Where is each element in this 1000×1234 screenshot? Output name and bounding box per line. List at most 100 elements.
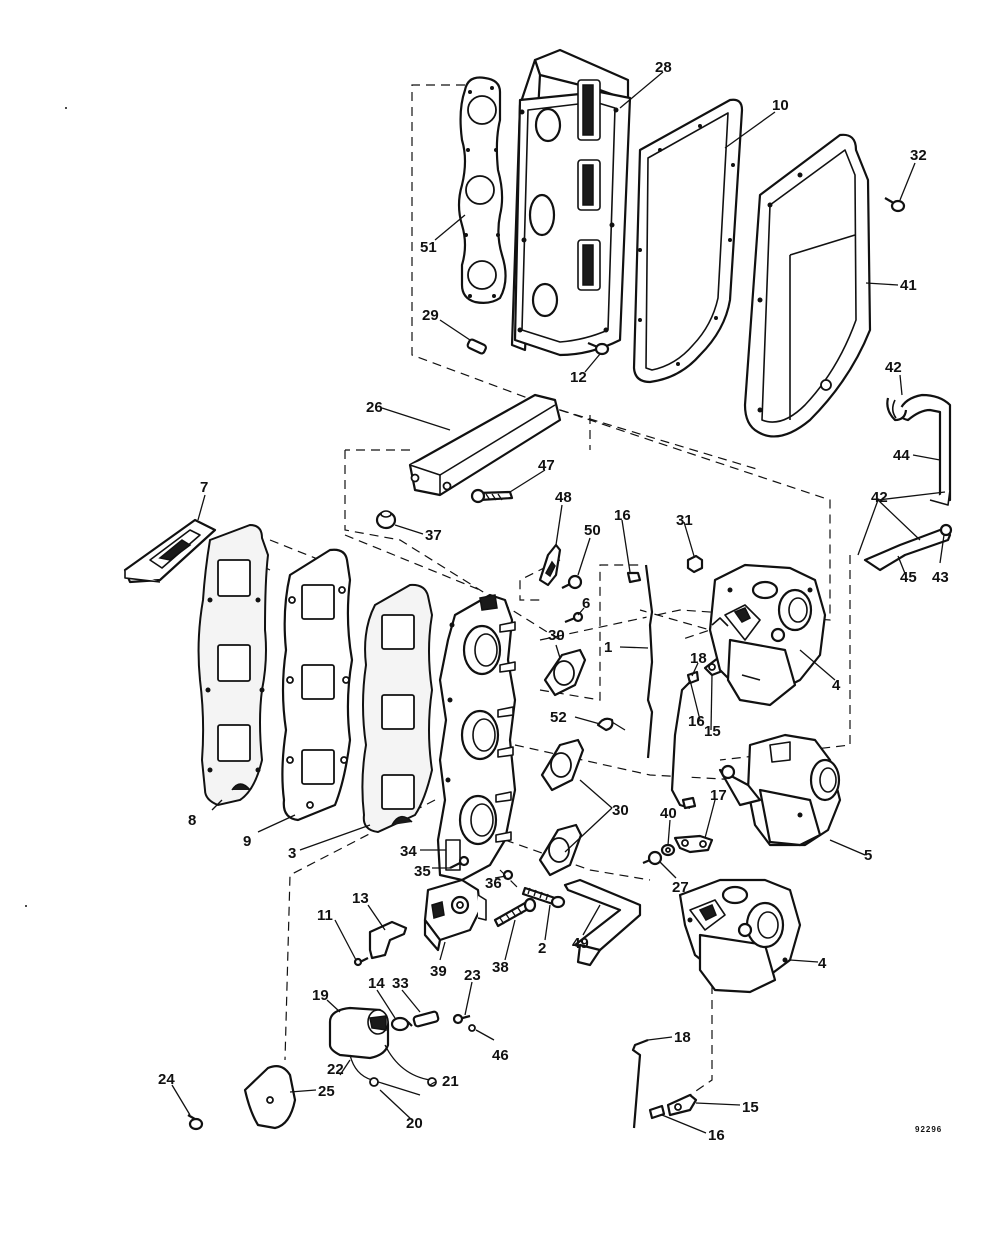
bracket-48 [538, 543, 562, 587]
callout-34: 34 [400, 843, 417, 860]
callout-42-lower: 42 [871, 489, 888, 506]
callout-10: 10 [772, 97, 789, 114]
callout-labels: 28 10 32 51 41 29 12 42 26 44 47 7 37 48… [158, 59, 949, 1144]
nut-31 [686, 554, 704, 574]
gasket-8 [197, 523, 270, 807]
callout-49: 49 [572, 935, 589, 952]
bracket-39 [423, 878, 487, 952]
callout-46: 46 [492, 1047, 509, 1064]
screw-24 [187, 1114, 204, 1131]
callout-18-lower: 18 [674, 1029, 691, 1046]
carburetor-adapter-34 [436, 593, 517, 882]
intake-gasket-51 [457, 76, 507, 304]
callout-14: 14 [368, 975, 385, 992]
carburetor-5-middle [718, 733, 842, 847]
carburetor-gasket-30-lower [538, 823, 583, 877]
callout-31: 31 [676, 512, 693, 529]
callout-23: 23 [464, 967, 481, 984]
screw-32 [884, 197, 906, 213]
nut-16-lower [648, 1104, 666, 1120]
callout-19: 19 [312, 987, 329, 1004]
screw-27 [642, 850, 663, 866]
solenoid-19 [328, 1006, 437, 1096]
screw-12 [587, 341, 610, 356]
pin-23 [452, 1013, 471, 1025]
callout-25: 25 [318, 1083, 335, 1100]
callout-16-lower: 16 [708, 1127, 725, 1144]
gasket-9 [281, 548, 354, 822]
gasket-3 [361, 583, 434, 834]
callout-13: 13 [352, 890, 369, 907]
callout-17: 17 [710, 787, 727, 804]
bolt-2 [521, 886, 566, 909]
callout-48: 48 [555, 489, 572, 506]
callout-29: 29 [422, 307, 439, 324]
callout-15-upper: 15 [704, 723, 721, 740]
bracket-13 [368, 920, 408, 960]
plunger-33 [412, 1010, 440, 1028]
callout-39: 39 [430, 963, 447, 980]
callout-27: 27 [672, 879, 689, 896]
manifold-cover-41 [743, 133, 872, 438]
callout-52: 52 [550, 709, 567, 726]
callout-32: 32 [910, 147, 927, 164]
callout-41: 41 [900, 277, 917, 294]
link-rod-1 [644, 564, 654, 759]
reed-valve-7 [123, 518, 217, 584]
callout-9: 9 [243, 833, 251, 850]
figure-code: 92296 [915, 1125, 942, 1134]
callout-36: 36 [485, 875, 502, 892]
callout-50: 50 [584, 522, 601, 539]
screw-36 [502, 869, 514, 881]
callout-16-middle: 16 [688, 713, 705, 730]
clip-52 [596, 717, 626, 732]
callout-42-upper: 42 [885, 359, 902, 376]
bolt-47 [470, 488, 514, 504]
callout-38: 38 [492, 959, 509, 976]
callout-1: 1 [604, 639, 612, 656]
callout-26: 26 [366, 399, 383, 416]
callout-16-upper: 16 [614, 507, 631, 524]
fuel-hose-44 [886, 393, 952, 502]
callout-4-lower: 4 [818, 955, 827, 972]
callout-20: 20 [406, 1115, 423, 1132]
hose-clamp-assembly-45 [863, 489, 953, 572]
callout-5: 5 [864, 847, 872, 864]
fuel-tube-49 [563, 878, 642, 967]
hose-clip-42 [891, 399, 897, 419]
lever-15-lower [666, 1093, 698, 1117]
washer-46 [468, 1024, 476, 1032]
balance-tube-26 [408, 393, 562, 497]
plug-37 [375, 510, 397, 530]
spring-14 [390, 1016, 413, 1032]
callout-44: 44 [893, 447, 910, 464]
callout-33: 33 [392, 975, 409, 992]
screw-38 [493, 897, 537, 928]
carburetor-gasket-30-upper [543, 648, 587, 697]
cover-gasket-10 [632, 98, 744, 384]
callout-43: 43 [932, 569, 949, 586]
callout-51: 51 [420, 239, 437, 256]
mounting-bracket-25 [243, 1065, 297, 1130]
callout-37: 37 [425, 527, 442, 544]
carburetor-gasket-30-middle [540, 738, 585, 792]
callout-11: 11 [317, 907, 333, 924]
callout-47: 47 [538, 457, 555, 474]
nut-16-lower-rod [681, 796, 697, 810]
dowel-pin-29 [466, 338, 487, 355]
callout-8: 8 [188, 812, 196, 829]
callout-40: 40 [660, 805, 677, 822]
link-rod-18-lower [631, 1038, 649, 1129]
callout-3: 3 [288, 845, 296, 862]
screw-35 [449, 855, 470, 869]
callout-6: 6 [582, 595, 590, 612]
carburetor-4-upper [708, 563, 827, 707]
washer-40 [660, 843, 676, 857]
callout-12: 12 [570, 369, 587, 386]
callout-2: 2 [538, 940, 546, 957]
intake-manifold-28 [510, 48, 632, 357]
callout-28: 28 [655, 59, 672, 76]
callout-30-lower: 30 [612, 802, 629, 819]
callout-30-upper: 30 [548, 627, 565, 644]
